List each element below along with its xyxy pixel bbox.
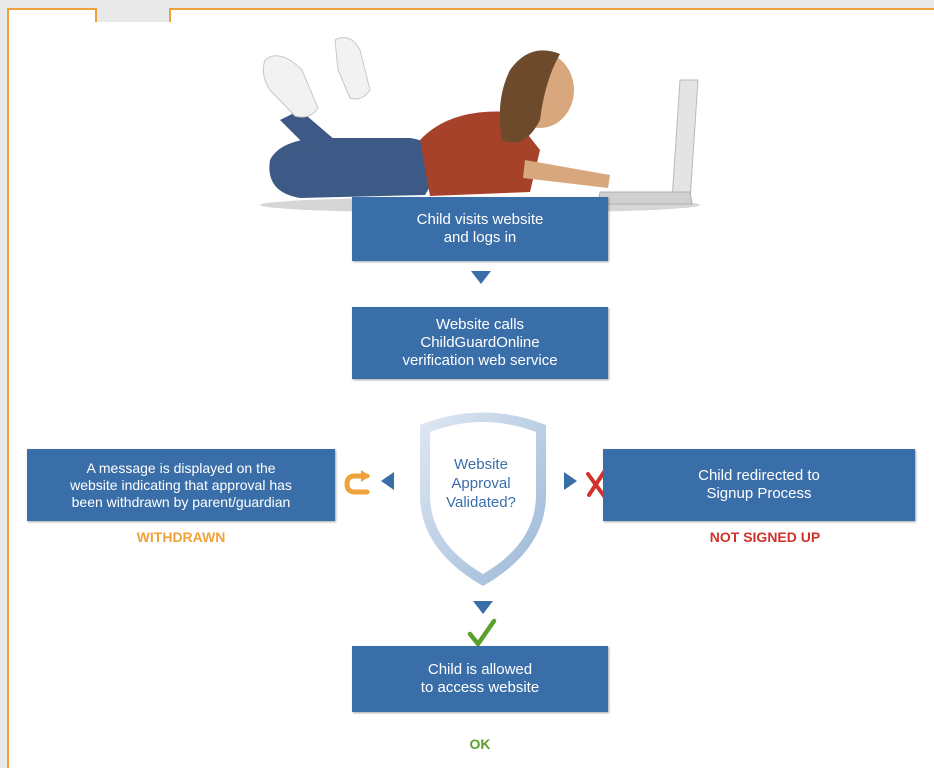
not-signed-up-label: NOT SIGNED UP — [709, 529, 821, 545]
u-turn-arrow-icon — [344, 470, 370, 495]
step-withdrawn-box: A message is displayed on the website in… — [27, 449, 335, 521]
green-check-icon — [467, 618, 497, 647]
ok-label: OK — [469, 736, 491, 752]
step-signup-box: Child redirected to Signup Process — [603, 449, 915, 521]
step-allowed-box: Child is allowed to access website — [352, 646, 608, 712]
child-with-laptop-illustration — [260, 37, 700, 213]
arrow-left — [381, 472, 394, 490]
decision-text: Website Approval Validated? — [446, 456, 516, 511]
withdrawn-label: WITHDRAWN — [136, 529, 226, 545]
decision-shield — [420, 412, 546, 586]
step-visit-box: Child visits website and logs in — [352, 197, 608, 261]
frame-tab — [95, 8, 171, 22]
step-calls-box: Website calls ChildGuardOnline verificat… — [352, 307, 608, 379]
red-x-icon — [586, 470, 606, 498]
arrow-right — [564, 472, 577, 490]
arrow-down-2 — [473, 601, 493, 614]
arrow-down-1 — [471, 271, 491, 284]
